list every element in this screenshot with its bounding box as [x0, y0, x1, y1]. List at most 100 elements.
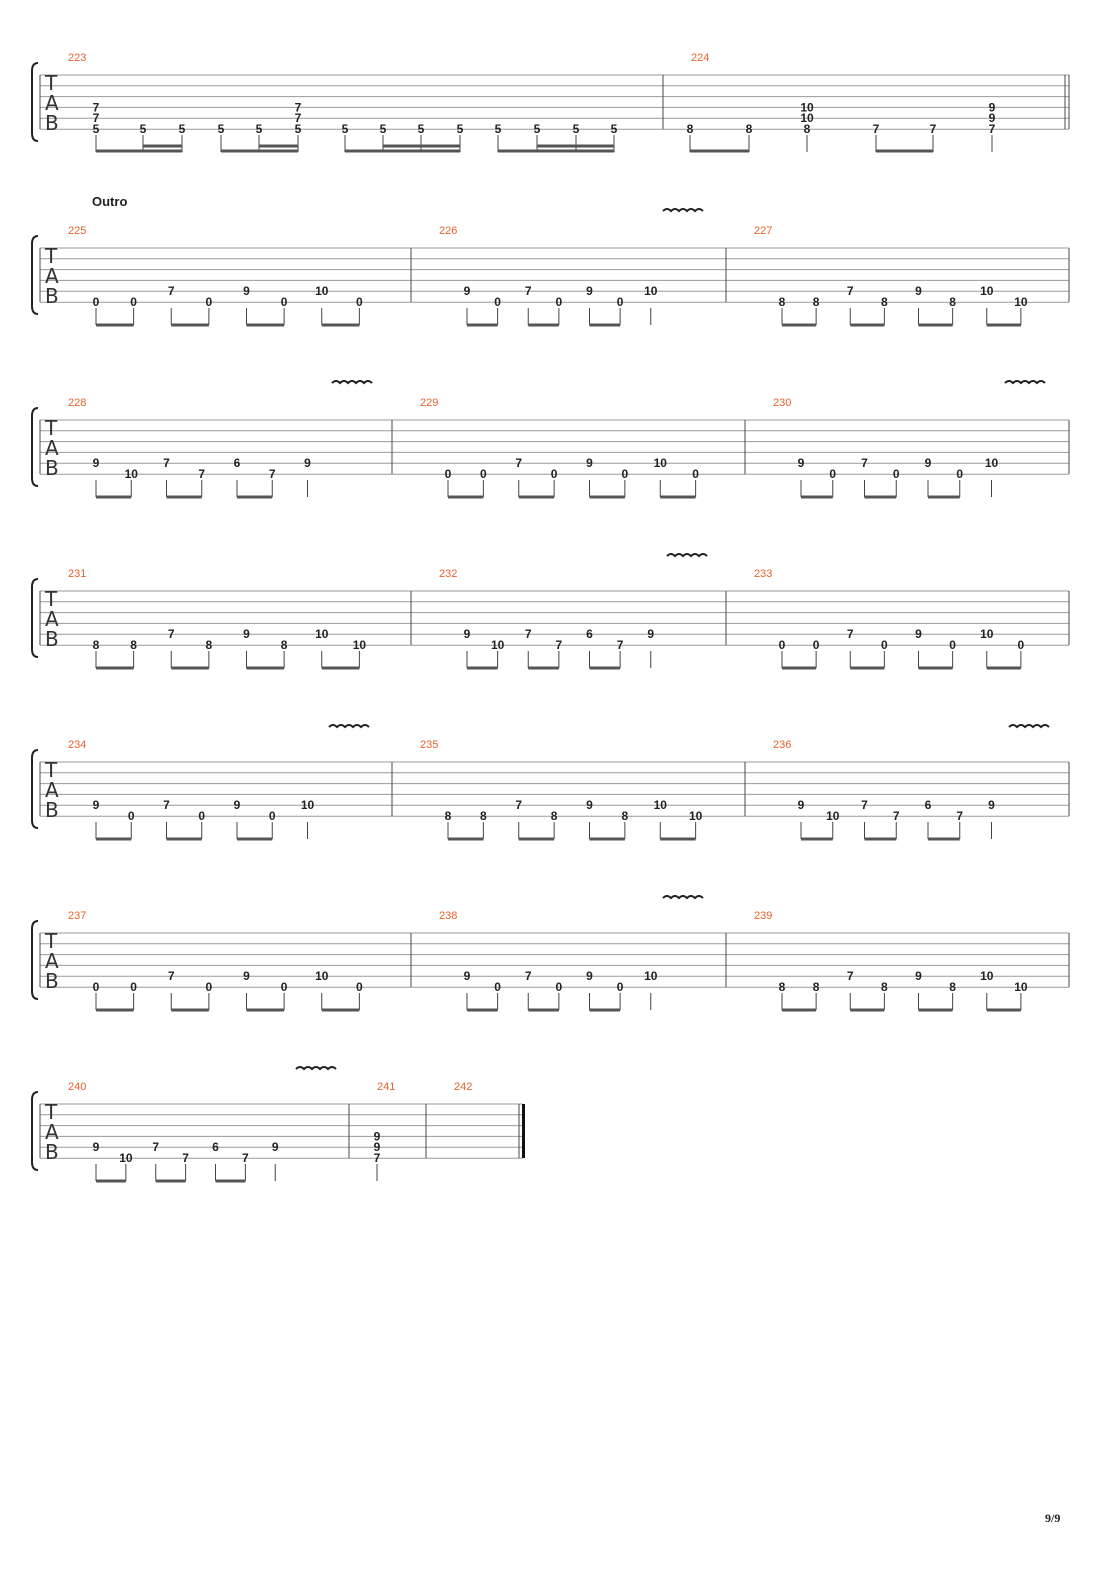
fret-number: 10: [826, 809, 840, 823]
fret-number: 0: [494, 295, 501, 309]
fret-number: 5: [295, 122, 302, 136]
fret-number: 9: [586, 969, 593, 983]
fret-number: 7: [163, 456, 170, 470]
measure-number: 238: [439, 910, 457, 922]
fret-number: 8: [281, 638, 288, 652]
vibrato-mark: [662, 895, 704, 900]
fret-number: 0: [893, 467, 900, 481]
fret-number: 5: [611, 122, 618, 136]
fret-number: 8: [480, 809, 487, 823]
measure-number: 224: [691, 52, 709, 64]
tab-clef-letter: T: [44, 587, 58, 611]
fret-number: 10: [985, 456, 999, 470]
measure-number: 237: [68, 910, 86, 922]
fret-number: 7: [93, 111, 100, 125]
tab-clef-letter: B: [45, 456, 59, 480]
fret-number: 9: [93, 456, 100, 470]
system-bracket: [31, 235, 39, 315]
fret-number: 7: [525, 284, 532, 298]
fret-number: 0: [956, 467, 963, 481]
fret-number: 8: [622, 809, 629, 823]
measure-number: 239: [754, 910, 772, 922]
fret-number: 8: [687, 122, 694, 136]
system-bracket: [31, 920, 39, 1000]
fret-number: 10: [1014, 295, 1028, 309]
fret-number: 9: [586, 284, 593, 298]
fret-number: 10: [800, 111, 814, 125]
fret-number: 9: [243, 284, 250, 298]
fret-number: 10: [644, 284, 658, 298]
fret-number: 0: [130, 980, 137, 994]
measure-number: 236: [773, 739, 791, 751]
vibrato-mark: [666, 553, 708, 558]
fret-number: 0: [813, 638, 820, 652]
fret-number: 5: [218, 122, 225, 136]
fret-number: 7: [873, 122, 880, 136]
fret-number: 10: [654, 456, 668, 470]
vibrato-mark: [295, 1066, 337, 1071]
measure-number: 242: [454, 1081, 472, 1093]
fret-number: 8: [881, 980, 888, 994]
tab-clef-letter: T: [44, 1100, 58, 1124]
fret-number: 5: [534, 122, 541, 136]
fret-number: 6: [925, 798, 932, 812]
fret-number: 0: [617, 980, 624, 994]
fret-number: 0: [206, 980, 213, 994]
fret-number: 7: [525, 969, 532, 983]
fret-number: 5: [573, 122, 580, 136]
tab-clef-letter: A: [45, 264, 59, 288]
fret-number: 9: [798, 456, 805, 470]
tab-clef-letter: A: [45, 436, 59, 460]
tab-clef-letter: B: [45, 1140, 59, 1164]
fret-number: 8: [949, 295, 956, 309]
fret-number: 0: [494, 980, 501, 994]
fret-number: 7: [847, 627, 854, 641]
fret-number: 9: [989, 100, 996, 114]
fret-number: 7: [956, 809, 963, 823]
fret-number: 0: [556, 980, 563, 994]
fret-number: 10: [491, 638, 505, 652]
fret-number: 5: [380, 122, 387, 136]
tab-clef-letter: A: [45, 607, 59, 631]
fret-number: 0: [480, 467, 487, 481]
fret-number: 7: [269, 467, 276, 481]
fret-number: 9: [234, 798, 241, 812]
fret-number: 9: [915, 627, 922, 641]
measure-number: 233: [754, 568, 772, 580]
fret-number: 7: [847, 284, 854, 298]
fret-number: 7: [295, 100, 302, 114]
fret-number: 9: [647, 627, 654, 641]
fret-number: 10: [980, 969, 994, 983]
fret-number: 7: [989, 122, 996, 136]
measure-number: 234: [68, 739, 86, 751]
fret-number: 0: [445, 467, 452, 481]
fret-number: 9: [988, 798, 995, 812]
fret-number: 0: [692, 467, 699, 481]
fret-number: 8: [445, 809, 452, 823]
fret-number: 9: [93, 1140, 100, 1154]
fret-number: 0: [269, 809, 276, 823]
fret-number: 5: [140, 122, 147, 136]
tab-clef-letter: B: [45, 284, 59, 308]
fret-number: 5: [495, 122, 502, 136]
tab-clef-letter: B: [45, 111, 59, 135]
fret-number: 10: [644, 969, 658, 983]
fret-number: 8: [949, 980, 956, 994]
fret-number: 7: [198, 467, 205, 481]
measure-number: 226: [439, 225, 457, 237]
fret-number: 5: [342, 122, 349, 136]
measure-number: 235: [420, 739, 438, 751]
fret-number: 10: [353, 638, 367, 652]
fret-number: 10: [315, 969, 329, 983]
fret-number: 10: [119, 1151, 133, 1165]
fret-number: 9: [243, 969, 250, 983]
tab-clef-letter: T: [44, 758, 58, 782]
fret-number: 0: [356, 295, 363, 309]
fret-number: 9: [915, 284, 922, 298]
measure-number: 230: [773, 397, 791, 409]
fret-number: 7: [152, 1140, 159, 1154]
measure-number: 227: [754, 225, 772, 237]
measure-number: 231: [68, 568, 86, 580]
vibrato-mark: [1004, 380, 1046, 385]
